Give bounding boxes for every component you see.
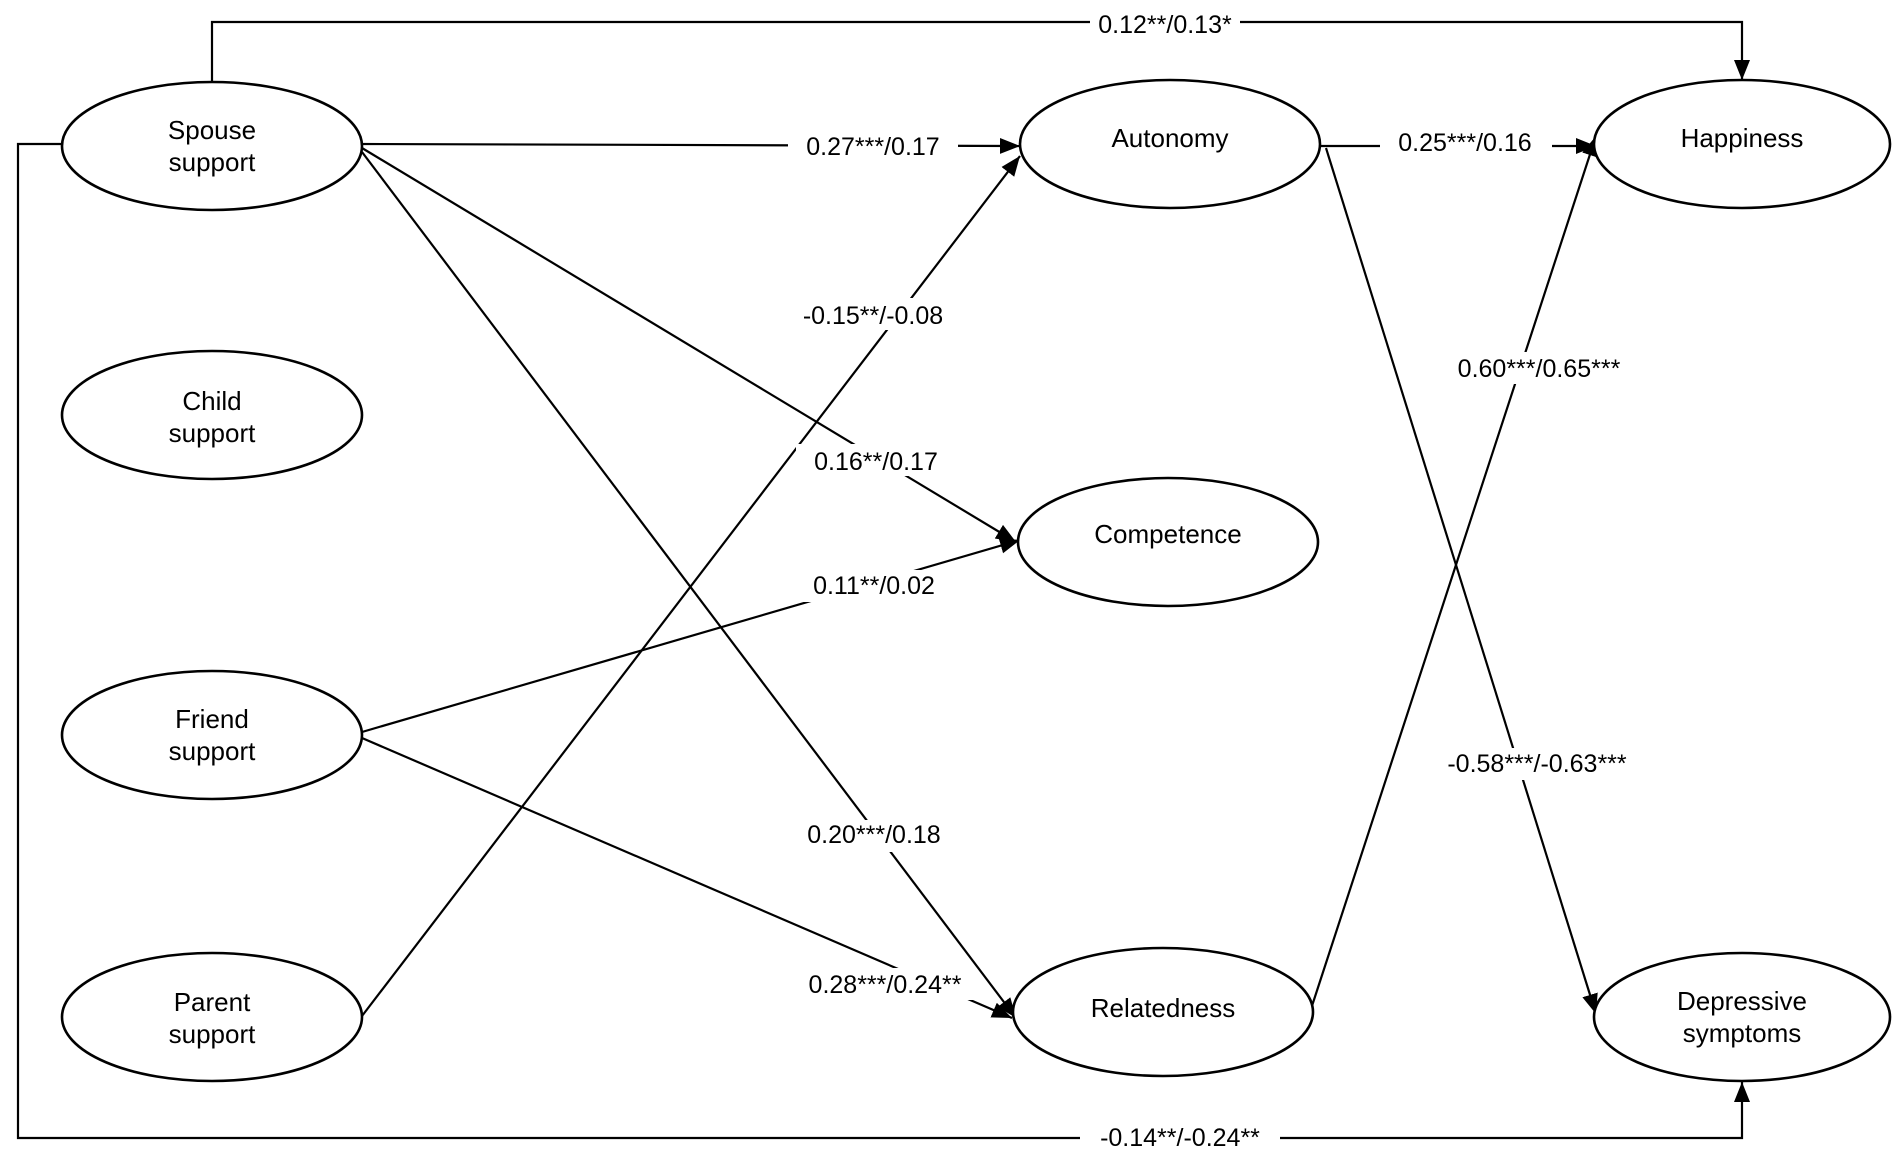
node-parent-support: Parent support [60,951,364,1083]
edge-label-text: 0.27***/0.17 [806,133,939,161]
label-friend-competence: 0.11**/0.02 [796,570,952,602]
node-label-line2: support [169,147,256,177]
path-spouse-competence [361,147,1017,543]
node-label-line1: Child [182,386,241,416]
node-label-line2: support [169,736,256,766]
node-label-line1: Depressive [1677,986,1807,1016]
node-label-line1: Spouse [168,115,256,145]
label-spouse-happiness: 0.12**/0.13* [1090,8,1240,39]
label-spouse-relatedness: 0.20***/0.18 [796,820,952,852]
nodes: Spouse support Child support Friend supp… [60,78,1892,1083]
node-child-support: Child support [60,349,364,481]
node-depressive-symptoms: Depressive symptoms [1592,951,1892,1083]
label-parent-autonomy: -0.15**/-0.08 [784,298,962,330]
node-competence: Competence [1016,476,1320,608]
node-autonomy: Autonomy [1018,78,1322,210]
label-autonomy-happiness: 0.25***/0.16 [1380,128,1552,158]
node-label-line2: symptoms [1683,1018,1801,1048]
label-spouse-competence: 0.16**/0.17 [796,444,956,476]
edge-label-text: 0.12**/0.13* [1098,11,1232,39]
path-friend-competence [361,537,1021,734]
node-relatedness: Relatedness [1011,946,1315,1078]
path-spouse-happiness [210,20,1750,82]
path-spouse-depressive [16,142,1750,1140]
edge-label-text: 0.28***/0.24** [809,971,962,999]
edge-label-text: -0.58***/-0.63*** [1447,750,1627,778]
node-label: Competence [1094,519,1241,549]
node-label-line2: support [169,418,256,448]
edge-label-text: 0.16**/0.17 [814,448,938,476]
edge-label-text: -0.14**/-0.24** [1100,1124,1260,1152]
edge-label-text: 0.11**/0.02 [813,572,935,600]
node-label: Happiness [1681,123,1804,153]
node-happiness: Happiness [1592,78,1892,210]
label-autonomy-depressive: -0.58***/-0.63*** [1434,748,1640,780]
label-spouse-depressive: -0.14**/-0.24** [1080,1124,1280,1154]
edge-label-text: 0.25***/0.16 [1398,129,1531,157]
node-label-line1: Friend [175,704,249,734]
path-relatedness-happiness [1308,135,1598,1013]
edges [16,20,1750,1140]
edge-labels: 0.12**/0.13* 0.27***/0.17 0.25***/0.16 -… [784,8,1640,1154]
node-label-line1: Parent [174,987,251,1017]
edge-label-text: 0.20***/0.18 [807,821,940,849]
path-spouse-relatedness [361,151,1017,1019]
label-friend-relatedness: 0.28***/0.24** [796,968,974,1000]
node-spouse-support: Spouse support [60,80,364,212]
path-autonomy-depressive [1324,147,1598,1015]
node-label-line2: support [169,1019,256,1049]
edge-label-text: 0.60***/0.65*** [1458,355,1621,383]
edge-label-text: -0.15**/-0.08 [803,302,943,330]
label-relatedness-happiness: 0.60***/0.65*** [1446,352,1632,384]
label-spouse-autonomy: 0.27***/0.17 [788,130,958,161]
node-label: Relatedness [1091,993,1236,1023]
node-friend-support: Friend support [60,669,364,801]
node-label: Autonomy [1111,123,1228,153]
